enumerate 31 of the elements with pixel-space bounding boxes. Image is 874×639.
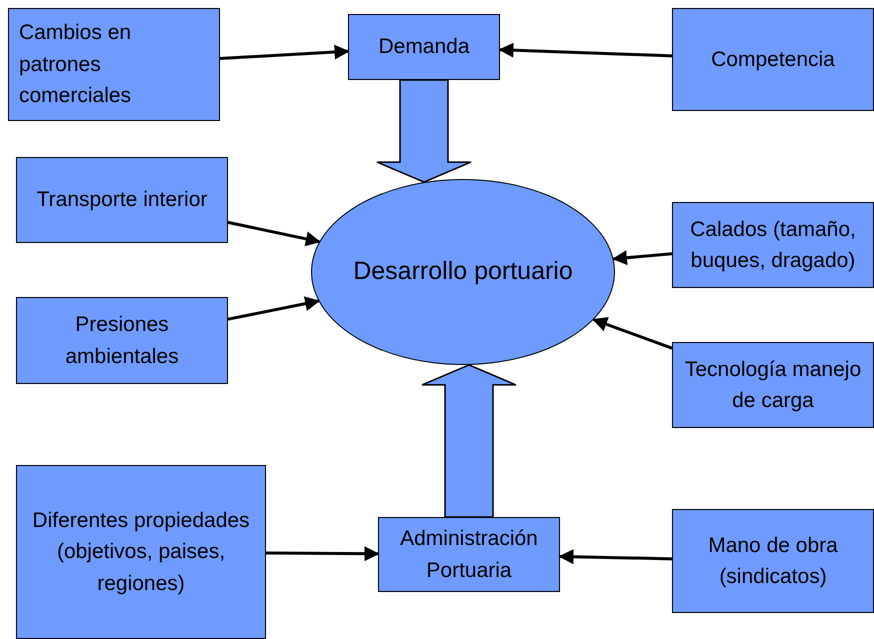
node-label: Diferentes propiedades (objetivos, paises, regiones) [31, 508, 251, 597]
arrow [228, 220, 321, 246]
arrow [558, 549, 672, 564]
process-box [672, 202, 874, 288]
node-label: Tecnología manejo de carga [684, 356, 862, 414]
node-label: Cambios en patrones comerciales [19, 20, 132, 110]
process-box [672, 509, 874, 613]
process-box [16, 465, 266, 639]
block-arrow [376, 79, 472, 183]
node-label: Demanda [378, 34, 470, 60]
arrow [220, 44, 350, 60]
node-label: Desarrollo portuario [353, 256, 573, 288]
node-label: Mano de obra (sindicatos) [707, 532, 839, 590]
arrow [612, 250, 672, 266]
node-label: Competencia [711, 46, 835, 73]
node-label: Calados (tamaño, buques, dragado) [689, 216, 857, 274]
node-label: Presiones ambientales [64, 312, 180, 370]
process-box [8, 8, 220, 121]
process-box [672, 342, 874, 428]
arrow [498, 42, 672, 58]
process-box [378, 517, 560, 592]
block-arrow [421, 364, 517, 518]
arrow [266, 546, 380, 562]
node-label: Administración Portuaria [399, 526, 539, 584]
process-box [348, 14, 500, 80]
arrow [228, 296, 320, 321]
process-box [672, 8, 874, 111]
process-box [16, 297, 228, 384]
arrow [592, 317, 673, 350]
process-box [16, 157, 228, 243]
node-label: Transporte interior [36, 187, 208, 214]
